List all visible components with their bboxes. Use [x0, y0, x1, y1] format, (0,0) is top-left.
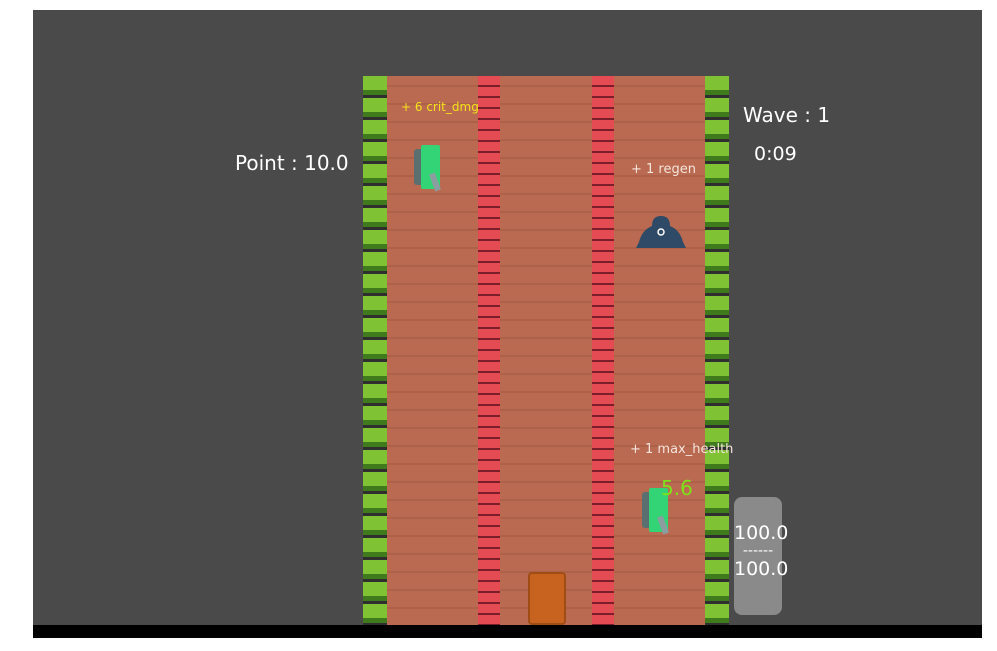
max-health-popup: + 1 max_health — [630, 442, 734, 457]
crit-dmg-popup: + 6 crit_dmg — [401, 100, 479, 114]
enemy-tank-icon — [642, 488, 669, 535]
points-label: Point : 10.0 — [235, 151, 349, 175]
health-max: 100.0 — [734, 558, 789, 580]
bottom-bar — [33, 625, 982, 638]
enemy-tank-icon — [414, 145, 441, 192]
left-grass-border — [363, 76, 387, 625]
wave-label: Wave : 1 — [743, 103, 831, 127]
timer-label: 0:09 — [754, 143, 797, 165]
health-current: 100.0 — [734, 522, 789, 544]
player-vehicle-icon — [528, 572, 566, 625]
regen-popup: + 1 regen — [631, 162, 696, 177]
health-separator: ------ — [742, 543, 774, 559]
right-grass-border — [705, 76, 729, 625]
right-brick-wall — [592, 76, 614, 625]
enemy-turret-icon — [636, 216, 686, 248]
health-panel: 100.0 ------ 100.0 — [734, 497, 789, 615]
damage-number: 5.6 — [661, 476, 693, 500]
left-brick-wall — [478, 76, 500, 625]
